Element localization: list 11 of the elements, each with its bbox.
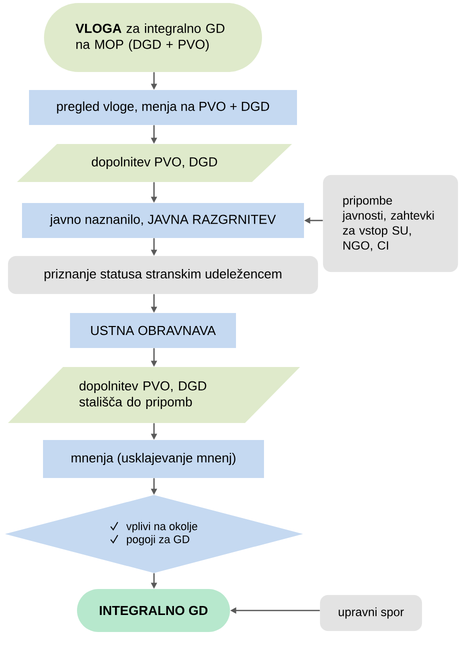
end-terminal: INTEGRALNO GD [77, 589, 230, 632]
process-box: USTNA OBRAVNAVA [70, 313, 236, 348]
process-box: mnenja (usklajevanje mnenj) [43, 440, 264, 478]
start-terminal: VLOGA za integralno GD na MOP (DGD + PVO) [44, 3, 262, 72]
process-box: pregled vloge, menja na PVO + DGD [29, 90, 297, 125]
input-box: upravni spor [320, 595, 422, 631]
process-box: javno naznanilo, JAVNA RAZGRNITEV [22, 203, 304, 238]
input-box: pripombe javnosti, zahtevki za vstop SU, NGO, CI [323, 175, 458, 272]
data-parallelogram: dopolnitev PVO, DGD [17, 144, 292, 182]
data-parallelogram: dopolnitev PVO, DGD stališča do pripomb [8, 367, 300, 423]
process-box: priznanje statusa stranskim udeležencem [8, 256, 318, 294]
